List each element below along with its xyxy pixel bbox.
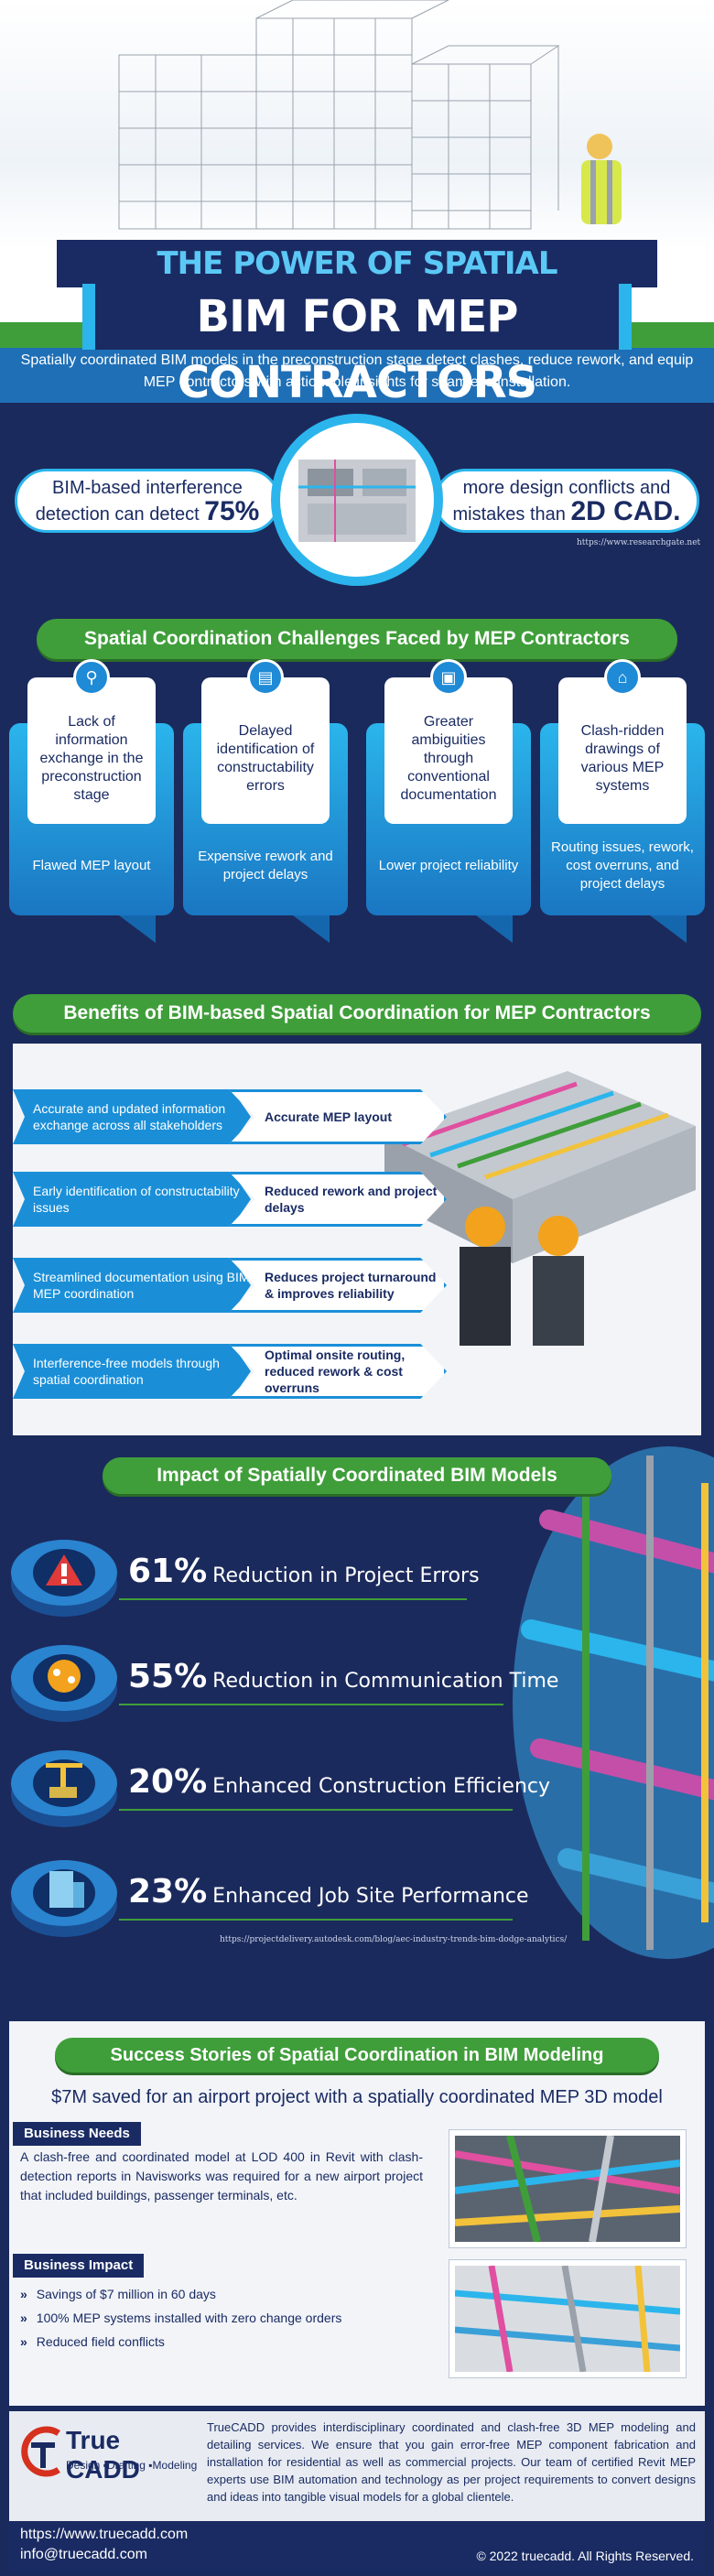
impact-bullet: »Reduced field conflicts <box>20 2334 165 2349</box>
success-panel: Success Stories of Spatial Coordination … <box>9 2021 705 2406</box>
footer: True CADD Design ▪Drafting ▪Modeling Tru… <box>9 2411 705 2571</box>
challenges-heading: Spatial Coordination Challenges Faced by… <box>37 619 677 659</box>
title-line-1: THE POWER OF SPATIAL COORDINATION WITH <box>57 240 657 330</box>
impact-bullet: »100% MEP systems installed with zero ch… <box>20 2311 342 2325</box>
stat-model-circle <box>271 414 443 586</box>
warning-icon <box>11 1540 117 1617</box>
intro-text: Spatially coordinated BIM models in the … <box>20 352 694 390</box>
impact-source: https://projectdelivery.autodesk.com/blo… <box>220 1935 568 1944</box>
impact-bullet: »Savings of $7 million in 60 days <box>20 2287 216 2301</box>
impact-value: 61% <box>128 1553 208 1590</box>
engineers-figure <box>460 1207 584 1346</box>
about-text: TrueCADD provides interdisciplinary coor… <box>207 2420 696 2504</box>
engineer-figure <box>581 134 622 224</box>
challenge-card: Clash-ridden drawings of various MEP sys… <box>540 659 705 943</box>
challenge-result: Routing issues, rework, cost overruns, a… <box>551 839 694 892</box>
impact-item: 61%Reduction in Project Errors <box>128 1553 480 1590</box>
challenge-text: Greater ambiguities through conventional… <box>384 677 513 824</box>
logo-name: True CADD <box>66 2426 140 2484</box>
challenge-text: Clash-ridden drawings of various MEP sys… <box>558 677 687 824</box>
impact-label: Reduction in Project Errors <box>212 1564 480 1587</box>
impact-item: 55%Reduction in Communication Time <box>128 1658 558 1695</box>
impact-label: Reduction in Communication Time <box>212 1670 559 1693</box>
challenge-card: Delayed identification of constructabili… <box>183 659 348 943</box>
mep-model-thumbnail <box>298 460 416 542</box>
success-heading: Success Stories of Spatial Coordination … <box>55 2038 659 2073</box>
truecadd-logo-icon <box>21 2426 60 2477</box>
monitor-icon: ▣ <box>430 659 467 696</box>
house-icon: ⌂ <box>604 659 641 696</box>
stat-left-value: 75% <box>204 495 260 526</box>
impact-label: Enhanced Construction Efficiency <box>212 1775 551 1798</box>
email-link[interactable]: info@truecadd.com <box>20 2547 147 2562</box>
benefit-effect: Optimal onsite routing, reduced rework &… <box>229 1344 447 1399</box>
stat-right-value: 2D CAD. <box>570 495 681 526</box>
benefit-cause: Early identification of constructability… <box>13 1172 251 1227</box>
stat-right-text: more design conflicts and mistakes than <box>452 477 671 525</box>
blue-band <box>0 348 714 403</box>
success-subheading: $7M saved for an airport project with a … <box>51 2087 663 2107</box>
stat-right-pill: more design conflicts and mistakes than … <box>434 469 699 533</box>
stat-source: https://www.researchgate.net <box>577 538 701 547</box>
website-link[interactable]: https://www.truecadd.com <box>20 2527 189 2542</box>
impact-item: 23%Enhanced Job Site Performance <box>128 1873 529 1910</box>
copyright: © 2022 truecadd. All Rights Reserved. <box>476 2549 694 2563</box>
benefit-effect: Accurate MEP layout <box>229 1089 447 1144</box>
stat-left-text: BIM-based interference detection can det… <box>35 477 243 525</box>
benefits-heading: Benefits of BIM-based Spatial Coordinati… <box>13 994 701 1033</box>
benefit-effect: Reduced rework and project delays <box>229 1172 447 1227</box>
business-impact-label: Business Impact <box>13 2254 145 2278</box>
challenge-result: Lower project reliability <box>378 858 519 873</box>
challenge-card: Lack of information exchange in the prec… <box>9 659 174 943</box>
impact-label: Enhanced Job Site Performance <box>212 1885 529 1908</box>
mep-ducts-illustration <box>513 1446 714 1959</box>
search-icon: ⚲ <box>73 659 110 696</box>
title-line-2: BIM FOR MEP CONTRACTORS <box>82 284 632 403</box>
airport-model-image-1 <box>449 2129 687 2248</box>
hero-section: THE POWER OF SPATIAL COORDINATION WITH B… <box>0 0 714 403</box>
truecadd-logo: True CADD Design ▪Drafting ▪Modeling <box>15 2420 198 2484</box>
benefit-cause: Interference-free models through spatial… <box>13 1344 251 1399</box>
job-site-building-icon <box>11 1860 117 1937</box>
building-wireframe-illustration <box>118 0 622 230</box>
communication-icon <box>11 1645 117 1722</box>
airport-model-image-2 <box>449 2259 687 2378</box>
impact-value: 23% <box>128 1873 208 1910</box>
document-icon: ▤ <box>247 659 284 696</box>
impact-item: 20%Enhanced Construction Efficiency <box>128 1763 550 1801</box>
impact-value: 55% <box>128 1658 208 1695</box>
challenge-text: Delayed identification of constructabili… <box>201 677 330 824</box>
logo-tagline: Design ▪Drafting ▪Modeling <box>66 2459 198 2472</box>
challenge-text: Lack of information exchange in the prec… <box>27 677 156 824</box>
construction-crane-icon <box>11 1750 117 1827</box>
benefit-cause: Streamlined documentation using BIM MEP … <box>13 1258 251 1313</box>
benefit-cause: Accurate and updated information exchang… <box>13 1089 251 1144</box>
impact-value: 20% <box>128 1763 208 1801</box>
challenge-result: Flawed MEP layout <box>32 858 151 873</box>
business-needs-text: A clash-free and coordinated model at LO… <box>20 2149 423 2203</box>
business-needs-label: Business Needs <box>13 2122 141 2146</box>
impact-heading: Impact of Spatially Coordinated BIM Mode… <box>103 1457 611 1494</box>
stat-left-pill: BIM-based interference detection can det… <box>15 469 280 533</box>
footer-bar: https://www.truecadd.com info@truecadd.c… <box>9 2521 705 2571</box>
challenge-card: Greater ambiguities through conventional… <box>366 659 531 943</box>
challenge-result: Expensive rework and project delays <box>198 849 333 882</box>
mep-model-with-engineers-illustration <box>384 1071 696 1346</box>
benefit-effect: Reduces project turnaround & improves re… <box>229 1258 447 1313</box>
